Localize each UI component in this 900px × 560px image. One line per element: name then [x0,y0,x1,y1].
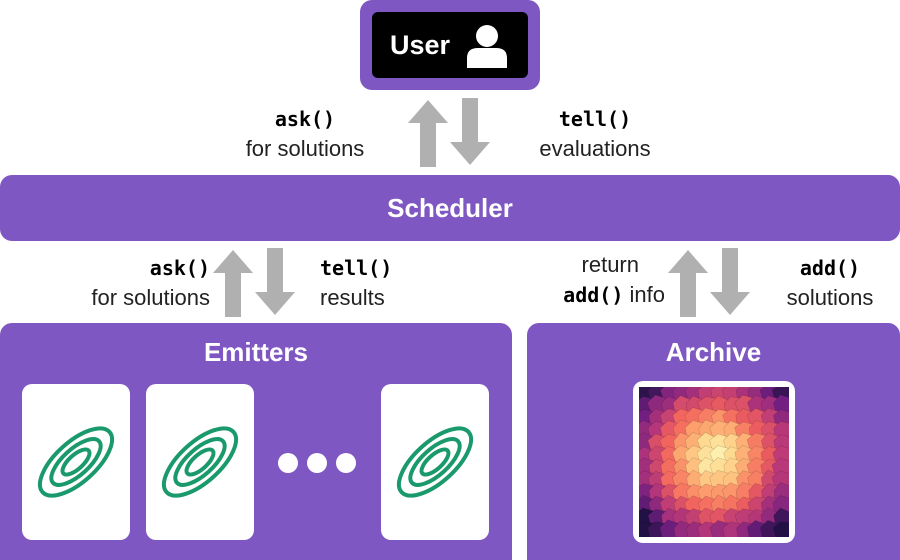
mid-right-left-code: add() [563,283,624,307]
emitter-card [146,384,254,540]
up-arrow-icon [668,250,708,317]
archive-frame [633,381,795,543]
down-arrow-icon [255,248,295,315]
user-inner: User [372,12,528,78]
mid-left-arrows [213,248,295,317]
user-label: User [389,29,451,60]
ellipse-contour-icon [37,426,115,498]
emitters-panel: Emitters [0,323,512,560]
archive-panel: Archive [527,323,900,560]
up-arrow-icon [408,100,448,167]
user-icon [467,25,508,68]
heatmap-archive-icon [639,387,789,537]
scheduler-label: Scheduler [387,192,513,223]
top-right-note: tell() evaluations [505,104,685,164]
mid-center-note: tell() results [320,253,440,313]
down-arrow-icon [710,248,750,315]
ellipsis-dot [336,453,356,473]
down-arrow-icon [450,98,490,165]
scheduler-bar: Scheduler [0,175,900,241]
mid-right-left-line1: return [581,252,639,277]
top-arrows [408,98,490,167]
archive-title: Archive [665,337,762,367]
top-right-code: tell() [558,107,632,131]
mid-left-code: ask() [149,256,210,280]
mid-right-arrows [668,248,750,317]
ellipse-contour-icon [161,426,239,498]
emitter-card [381,384,489,540]
top-left-note: ask() for solutions [210,104,400,164]
mid-right-text: solutions [786,285,874,310]
ellipse-contour-icon [396,426,474,498]
mid-right-code: add() [799,256,861,280]
emitter-card [22,384,130,540]
top-left-code: ask() [274,107,336,131]
user-box: User [360,0,540,90]
mid-center-code: tell() [320,256,393,280]
mid-left-note: ask() for solutions [30,253,210,313]
mid-right-note: add() solutions [765,253,895,313]
top-right-text: evaluations [539,136,651,161]
archive-cell [772,521,789,537]
mid-left-text: for solutions [91,285,210,310]
emitters-title: Emitters [203,337,309,367]
ellipsis-dot [307,453,327,473]
mid-right-left-note: return add() info [500,250,665,310]
ellipsis-dot [278,453,298,473]
mid-center-text: results [320,285,385,310]
archive-cell [722,521,742,537]
mid-right-left-text: info [629,282,665,307]
up-arrow-icon [213,250,253,317]
top-left-text: for solutions [245,136,365,161]
